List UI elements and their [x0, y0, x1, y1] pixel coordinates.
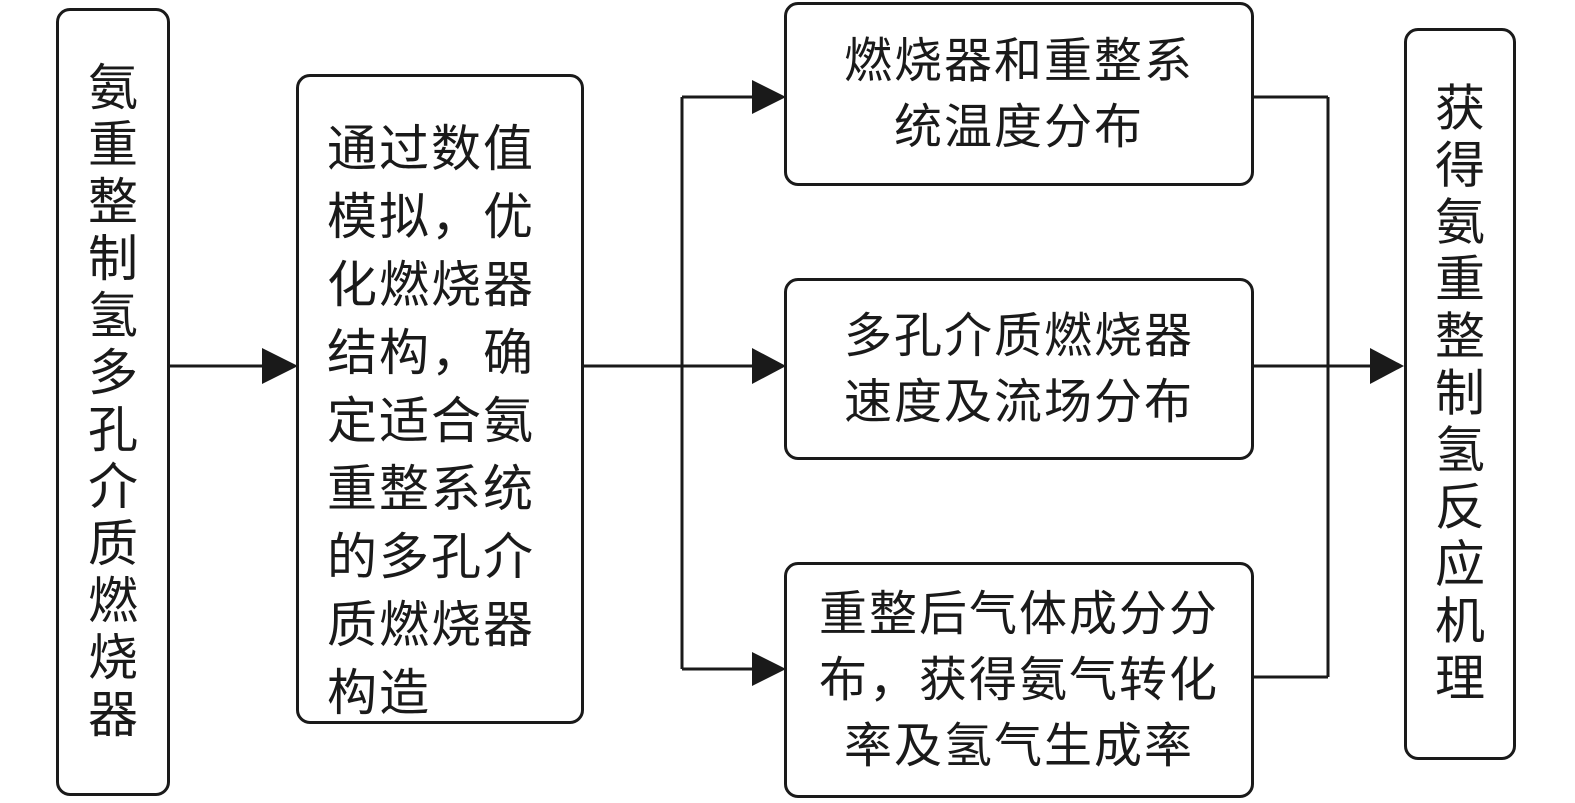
arrow-branches-to-output	[1252, 95, 1404, 679]
output-box: 获得氨重整制氢反应机理	[1404, 28, 1516, 760]
composition-box: 重整后气体成分分布，获得氨气转化率及氢气生成率	[784, 562, 1254, 798]
temperature-box: 燃烧器和重整系统温度分布	[784, 2, 1254, 186]
output-label: 获得氨重整制氢反应机理	[1435, 79, 1485, 708]
velocity-box: 多孔介质燃烧器速度及流场分布	[784, 278, 1254, 460]
arrow-method-to-branches	[582, 80, 786, 686]
velocity-label: 多孔介质燃烧器速度及流场分布	[843, 308, 1194, 430]
temperature-label: 燃烧器和重整系统温度分布	[843, 33, 1194, 155]
input-label: 氨重整制氢多孔介质燃烧器	[88, 59, 138, 744]
input-box: 氨重整制氢多孔介质燃烧器	[56, 8, 170, 796]
method-box: 通过数值模拟，优化燃烧器结构，确定适合氨重整系统的多孔介质燃烧器构造	[296, 74, 584, 724]
composition-label: 重整后气体成分分布，获得氨气转化率及氢气生成率	[818, 586, 1219, 774]
method-label: 通过数值模拟，优化燃烧器结构，确定适合氨重整系统的多孔介质燃烧器构造	[327, 120, 535, 722]
arrow-input-to-method	[168, 348, 298, 384]
